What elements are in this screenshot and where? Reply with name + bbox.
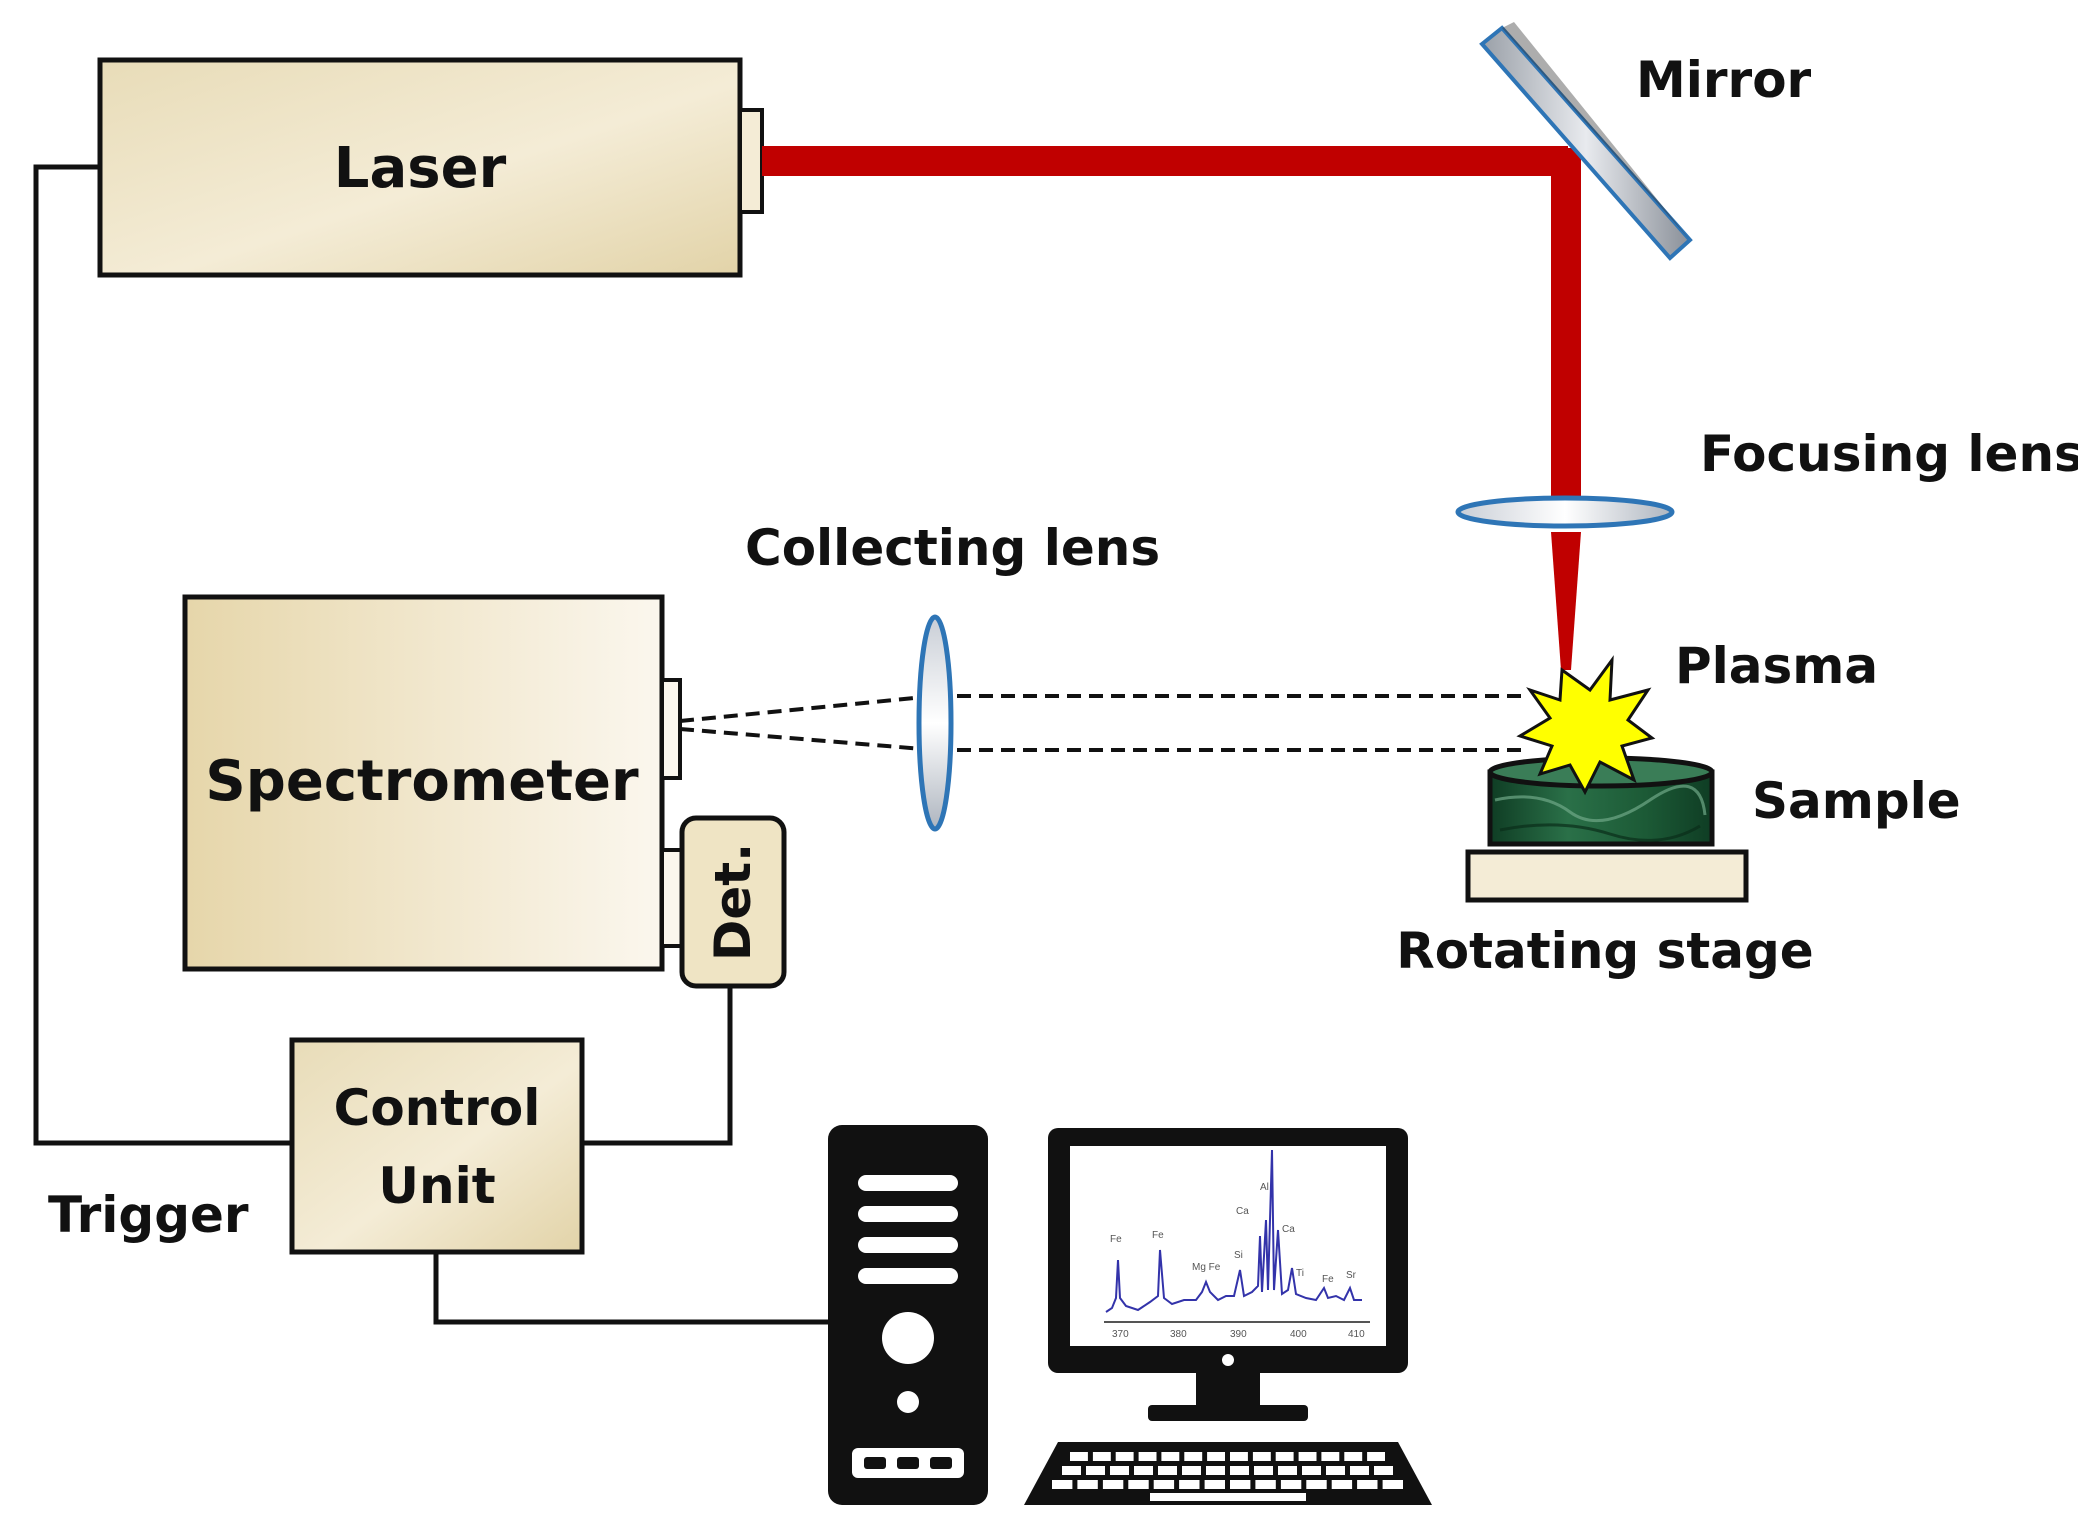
keyboard-key: [1161, 1452, 1180, 1461]
rotating-stage: Rotating stage: [1396, 849, 1814, 980]
keyboard-key: [1153, 1480, 1175, 1489]
keyboard-key: [1206, 1466, 1225, 1475]
spectrum-line: [1105, 1149, 1362, 1313]
keyboard-key: [1254, 1466, 1273, 1475]
keyboard-key: [1138, 1452, 1157, 1461]
keyboard-key: [1077, 1480, 1098, 1489]
spectrum-peak-1: Fe: [1110, 1234, 1122, 1245]
spectrometer-entrance-slit: [660, 678, 682, 780]
detector-wire: [582, 983, 733, 1146]
keyboard-key: [1255, 1480, 1276, 1489]
keyboard-key: [1321, 1452, 1340, 1461]
spectrum-tick-3: 390: [1230, 1329, 1247, 1340]
laser-label: Laser: [334, 136, 507, 201]
keyboard-key: [1204, 1480, 1225, 1489]
spectrum-peak-4: Si: [1234, 1250, 1243, 1261]
keyboard-key: [1134, 1466, 1153, 1475]
keyboard-key: [1052, 1480, 1073, 1489]
spectrum-peak-8: Ti: [1296, 1268, 1304, 1279]
spectrum-peak-10: Sr: [1346, 1270, 1357, 1281]
monitor-icon: [1048, 1128, 1408, 1421]
keyboard-key: [1350, 1466, 1369, 1475]
keyboard-key: [1306, 1480, 1327, 1489]
keyboard-key: [1374, 1466, 1393, 1475]
keyboard-key: [1280, 1480, 1302, 1489]
spectrum-tick-2: 380: [1170, 1329, 1187, 1340]
keyboard-key: [1331, 1480, 1353, 1489]
keyboard-spacebar: [1150, 1493, 1306, 1501]
spectrum-tick-4: 400: [1290, 1329, 1307, 1340]
mirror-label: Mirror: [1636, 51, 1812, 109]
trigger-label: Trigger: [48, 1186, 249, 1244]
keyboard-key: [1230, 1480, 1251, 1489]
spectrum-peak-2: Fe: [1152, 1230, 1164, 1241]
mirror: Mirror: [1479, 22, 1812, 261]
keyboard-key: [1207, 1452, 1225, 1461]
monitor-spectrum: Fe Fe Mg Fe Si Ca Al Ca Ti Fe Sr 370 380…: [1104, 1149, 1370, 1340]
keyboard-key: [1179, 1480, 1200, 1489]
spectrum-tick-5: 410: [1348, 1329, 1365, 1340]
spectrometer-exit-port: [660, 848, 684, 948]
spectrum-peak-5: Ca: [1236, 1206, 1249, 1217]
laser-unit: Laser: [97, 57, 764, 278]
collecting-lens-label: Collecting lens: [745, 519, 1160, 577]
spectrum-peak-9: Fe: [1322, 1274, 1334, 1285]
keyboard-key: [1184, 1452, 1203, 1461]
detector-label: Det.: [704, 843, 762, 961]
keyboard-key: [1275, 1452, 1294, 1461]
keyboard-key: [1326, 1466, 1345, 1475]
laser-aperture: [738, 108, 764, 214]
keyboard-key: [1062, 1466, 1081, 1475]
detector: Det.: [679, 815, 787, 989]
focusing-lens: Focusing lens: [1455, 425, 2078, 529]
focusing-lens-label: Focusing lens: [1700, 425, 2078, 483]
control-unit-label-line2: Unit: [378, 1157, 495, 1215]
keyboard-key: [1102, 1480, 1124, 1489]
keyboard-key: [1302, 1466, 1321, 1475]
keyboard-key: [1278, 1466, 1297, 1475]
keyboard-key: [1252, 1452, 1271, 1461]
control-unit-label-line1: Control: [334, 1079, 541, 1137]
keyboard-key: [1115, 1452, 1134, 1461]
spectrum-peak-3: Mg Fe: [1192, 1262, 1221, 1273]
keyboard-key: [1092, 1452, 1111, 1461]
keyboard-icon: [1024, 1442, 1432, 1505]
spectrometer-body: [182, 594, 665, 972]
keyboard-key: [1230, 1466, 1249, 1475]
keyboard-key: [1298, 1452, 1317, 1461]
spectrometer: Spectrometer: [182, 594, 684, 972]
laser-beam: [762, 146, 1581, 670]
sample-label: Sample: [1752, 772, 1961, 830]
keyboard-key: [1158, 1466, 1177, 1475]
rotating-stage-label: Rotating stage: [1396, 922, 1813, 980]
keyboard-key: [1128, 1480, 1149, 1489]
collection-path: [679, 694, 1525, 752]
keyboard-key: [1357, 1480, 1378, 1489]
spectrum-peak-7: Ca: [1282, 1224, 1295, 1235]
keyboard-key: [1344, 1452, 1363, 1461]
spectrum-tick-1: 370: [1112, 1329, 1129, 1340]
keyboard-key: [1086, 1466, 1105, 1475]
spectrometer-label: Spectrometer: [205, 749, 639, 814]
keyboard-key: [1367, 1452, 1385, 1461]
spectrum-peak-6: Al: [1260, 1182, 1269, 1193]
keyboard-key: [1110, 1466, 1129, 1475]
keyboard-keys: [1052, 1452, 1403, 1501]
keyboard-key: [1230, 1452, 1248, 1461]
trigger-wire: [33, 164, 292, 1146]
plasma: Plasma: [1516, 637, 1878, 796]
control-unit: Control Unit: [289, 1037, 585, 1255]
collecting-lens: Collecting lens: [745, 519, 1160, 832]
computer-wire: [433, 1252, 828, 1325]
computer-tower-icon: [828, 1125, 988, 1505]
keyboard-key: [1182, 1466, 1201, 1475]
keyboard-key: [1070, 1452, 1088, 1461]
sample: Sample: [1487, 755, 1961, 847]
plasma-label: Plasma: [1675, 637, 1878, 695]
keyboard-key: [1382, 1480, 1403, 1489]
